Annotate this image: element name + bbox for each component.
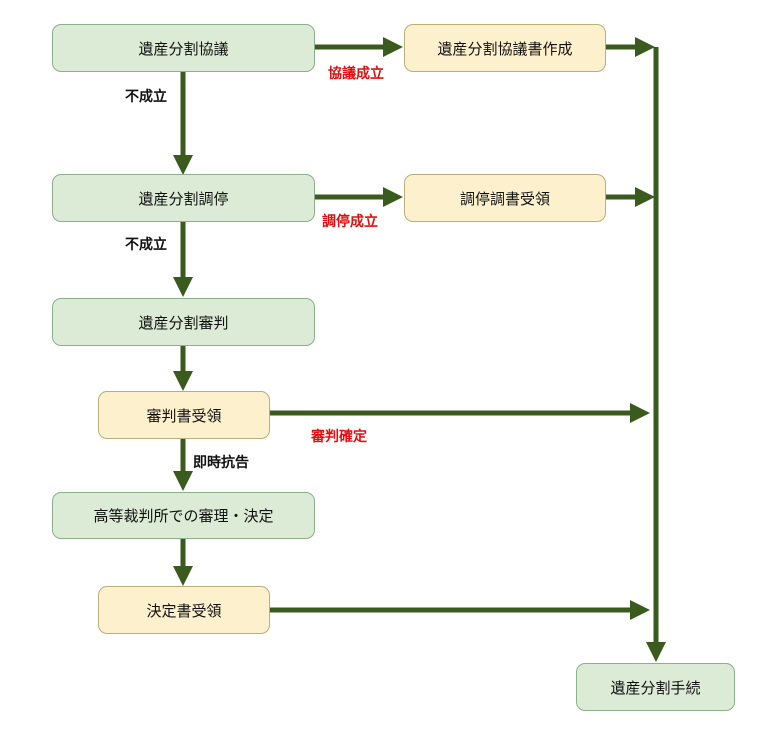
node-koto-label: 高等裁判所での審理・決定	[93, 507, 274, 525]
label-chotei-seiritsu: 調停成立	[322, 214, 378, 230]
node-kyogi: 遺産分割協議	[52, 24, 315, 72]
node-chotei-label: 遺産分割調停	[138, 189, 229, 208]
node-kyogi-sakusei-label: 遺産分割協議書作成	[437, 39, 573, 58]
node-koto: 高等裁判所での審理・決定	[52, 492, 315, 539]
label-kyogi-seiritsu: 協議成立	[328, 66, 384, 82]
node-kyogi-label: 遺産分割協議	[138, 39, 229, 58]
label-sokuji-kokoku: 即時抗告	[193, 455, 249, 471]
node-shinpansho-juryo-label: 審判書受領	[146, 406, 222, 425]
node-shinpan: 遺産分割審判	[52, 298, 315, 346]
label-fuseiritsu-2: 不成立	[125, 237, 167, 253]
label-fuseiritsu-1: 不成立	[125, 89, 167, 105]
node-shinpansho-juryo: 審判書受領	[98, 391, 270, 439]
node-ketteisho-juryo-label: 決定書受領	[146, 601, 222, 620]
node-tetsuzuki-label: 遺産分割手続	[610, 678, 701, 697]
label-shinpan-kakutei: 審判確定	[311, 429, 367, 445]
node-shinpan-label: 遺産分割審判	[138, 313, 229, 332]
node-chotei: 遺産分割調停	[52, 174, 315, 222]
node-kyogi-sakusei: 遺産分割協議書作成	[404, 24, 606, 72]
node-chotei-juryo: 調停調書受領	[404, 174, 606, 222]
node-ketteisho-juryo: 決定書受領	[98, 586, 270, 634]
node-chotei-juryo-label: 調停調書受領	[459, 189, 550, 208]
node-tetsuzuki: 遺産分割手続	[576, 663, 735, 711]
